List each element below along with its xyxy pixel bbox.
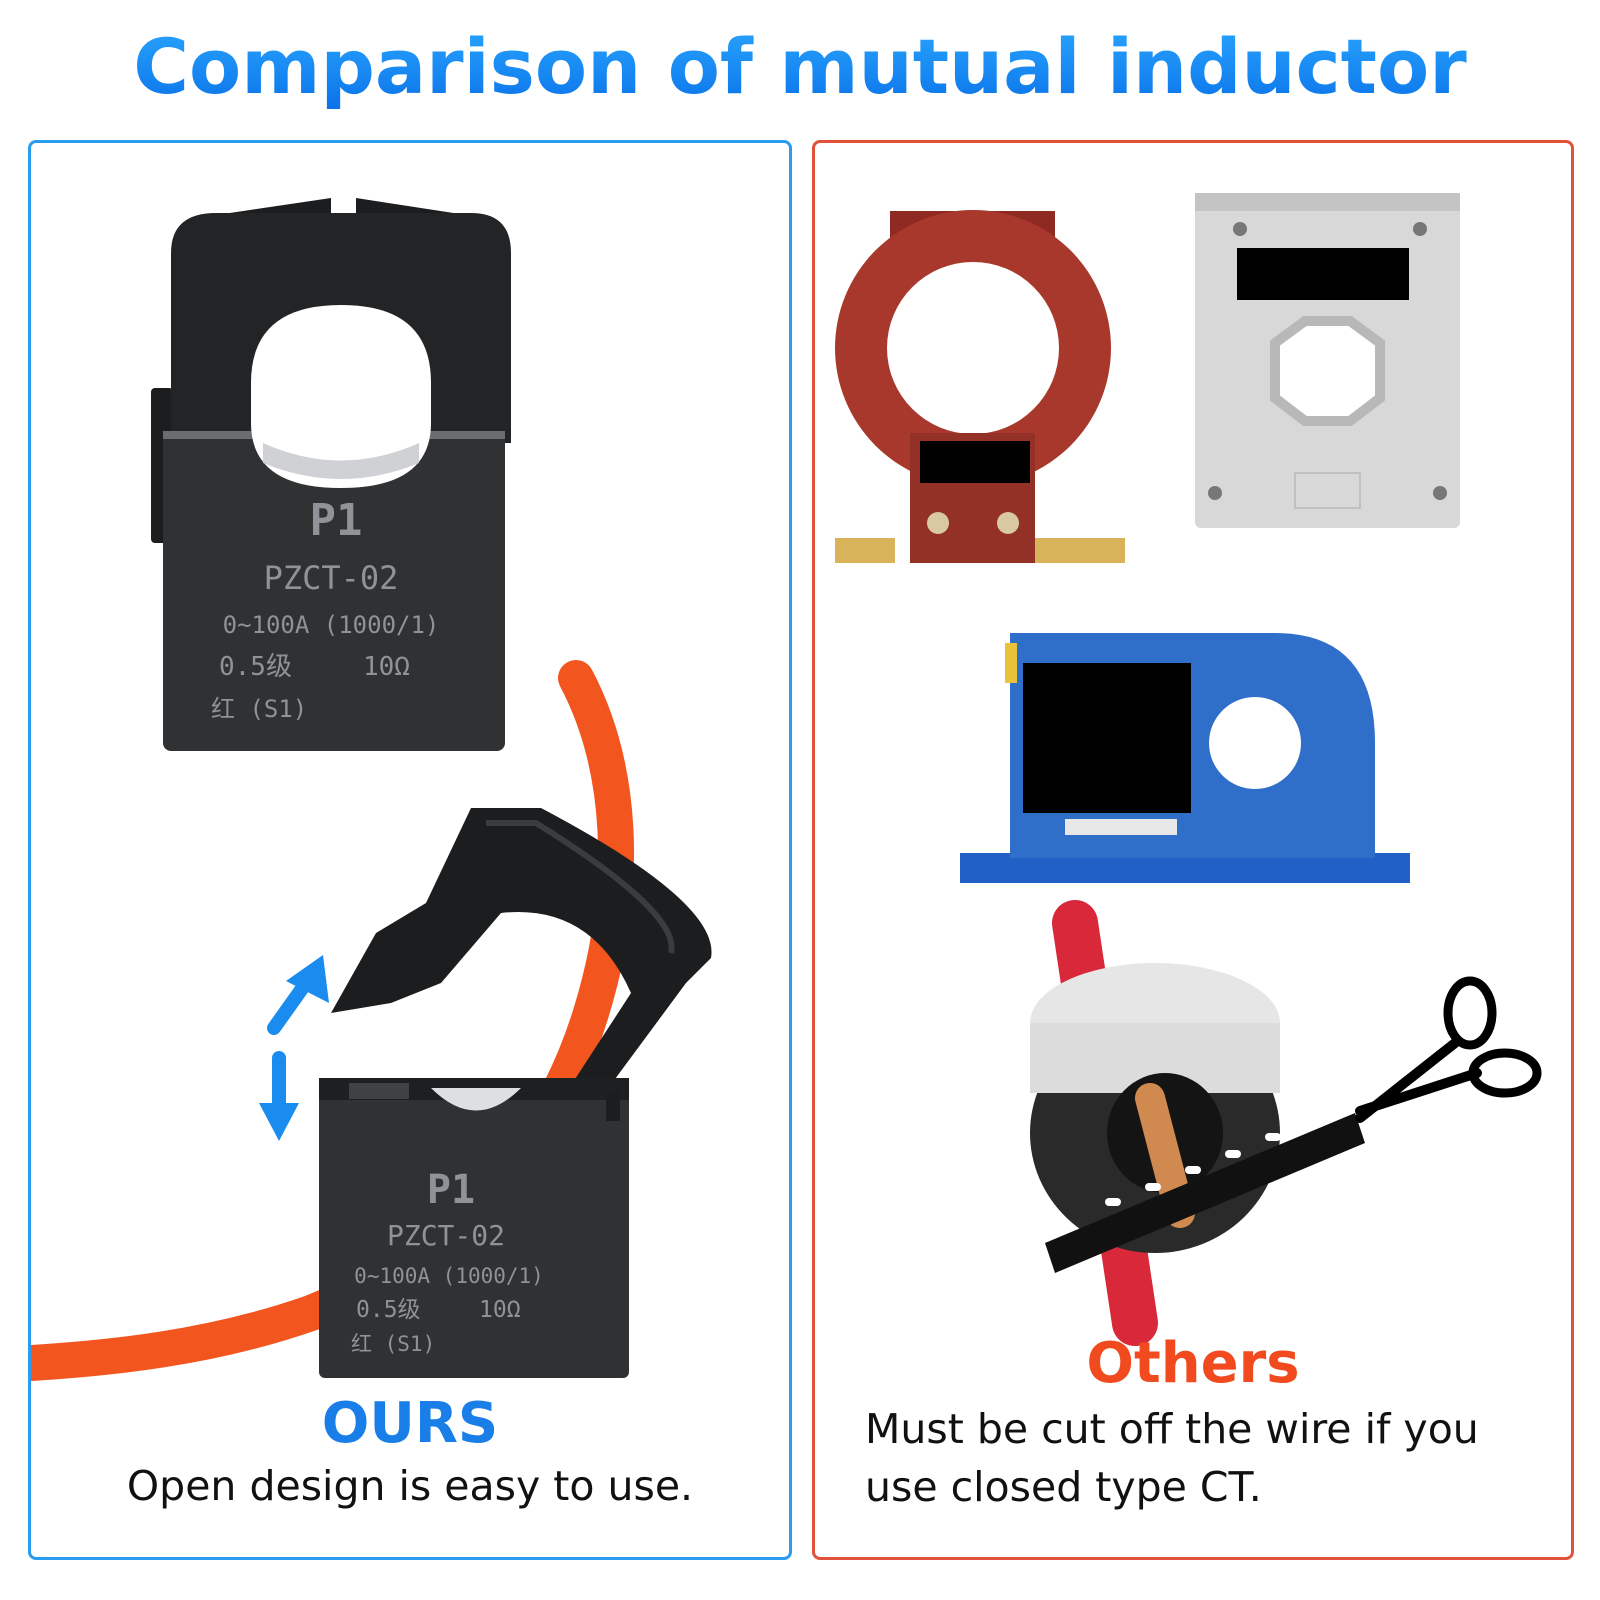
split-core-ct-open [319, 808, 712, 1378]
ct-bottom-resistance: 10Ω [479, 1297, 521, 1323]
ct-top-lead: 红 (S1) [211, 695, 307, 723]
others-description-line1: Must be cut off the wire if you [865, 1405, 1479, 1453]
ct-bottom-class: 0.5级 [356, 1297, 421, 1323]
arrow-down-icon [259, 1051, 299, 1141]
ct-top-resistance: 10Ω [363, 652, 410, 682]
blue-sensor-ct-image [960, 633, 1410, 883]
ct-top-label-main: P1 [310, 495, 363, 546]
scissors-icon [1355, 976, 1542, 1123]
ct-bottom-label-main: P1 [427, 1167, 475, 1213]
red-ring-ct-image [835, 210, 1125, 563]
ct-top-class: 0.5级 [219, 652, 292, 682]
others-panel: Others Must be cut off the wire if you u… [812, 140, 1574, 1560]
split-core-ct-top [151, 198, 511, 751]
grey-box-ct-image [1195, 193, 1460, 528]
ours-description: Open design is easy to use. [126, 1462, 694, 1510]
others-heading: Others [1086, 1331, 1300, 1396]
ours-heading: OURS [321, 1391, 499, 1456]
arrow-up-right-icon [267, 955, 329, 1035]
closed-ct-with-wire-image [1030, 900, 1365, 1346]
ct-bottom-range: 0~100A (1000/1) [354, 1264, 544, 1288]
ours-illustration: P1 PZCT-02 0~100A (1000/1) 0.5级 10Ω 红 (S… [31, 198, 712, 1381]
ours-panel: P1 PZCT-02 0~100A (1000/1) 0.5级 10Ω 红 (S… [28, 140, 792, 1560]
others-description-line2: use closed type CT. [865, 1463, 1262, 1511]
ct-bottom-model: PZCT-02 [387, 1219, 505, 1252]
ct-bottom-lead: 红 (S1) [351, 1332, 435, 1356]
others-illustration [835, 193, 1542, 1346]
page-title: Comparison of mutual inductor [0, 22, 1600, 111]
ct-top-range: 0~100A (1000/1) [223, 611, 440, 639]
ct-top-model: PZCT-02 [264, 559, 399, 597]
